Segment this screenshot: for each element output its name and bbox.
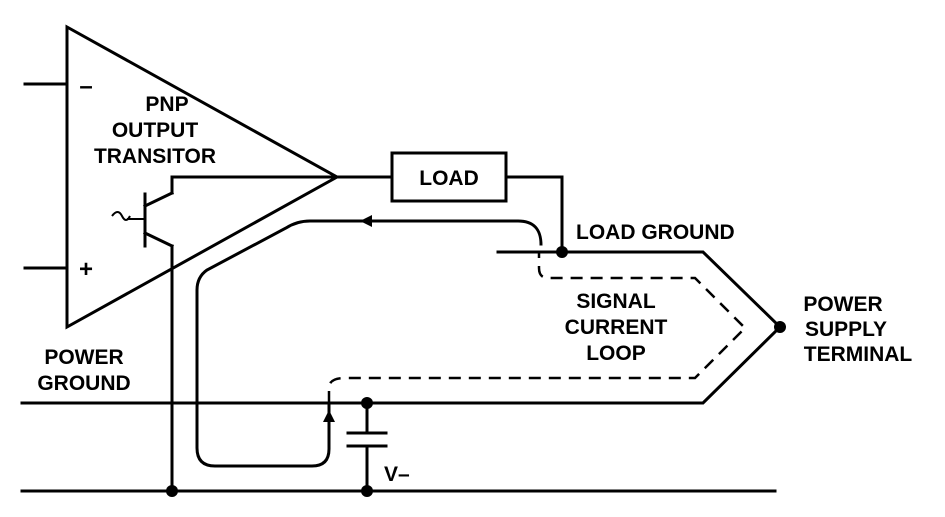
power-ground-line <box>20 324 783 405</box>
load-label: LOAD <box>419 167 479 190</box>
inverting-input-label: – <box>79 73 92 100</box>
junction-collector-rail <box>166 485 178 497</box>
junction-power-supply-terminal <box>774 321 786 333</box>
signal-loop-solid <box>195 219 543 468</box>
junction-capacitor-bottom <box>361 485 373 497</box>
load-to-ground-wire <box>504 175 564 254</box>
transistor-base-squiggle <box>111 211 131 221</box>
signal-loop-label-line1: SIGNAL <box>576 290 656 313</box>
vminus-label: V– <box>384 463 410 486</box>
junction-capacitor-top <box>361 397 373 409</box>
psu-label-line2: SUPPLY <box>805 318 887 341</box>
pnp-label-line1: PNP <box>145 93 188 116</box>
pnp-label-line3: TRANSITOR <box>94 145 216 168</box>
transistor-collector <box>142 230 175 249</box>
signal-loop-label-line2: CURRENT <box>565 316 668 339</box>
load-ground-label: LOAD GROUND <box>576 221 735 244</box>
pnp-label-line2: OUTPUT <box>112 119 199 142</box>
transistor-emitter <box>142 190 175 209</box>
emitter-to-output-wire <box>170 175 339 195</box>
noninverting-input-label: + <box>79 256 93 283</box>
psu-label-line3: TERMINAL <box>804 343 913 366</box>
power-ground-label-line1: POWER <box>44 346 123 369</box>
opamp-triangle <box>65 24 341 330</box>
signal-loop-dashed <box>327 252 747 403</box>
junction-load-ground <box>556 246 568 258</box>
psu-label-line1: POWER <box>803 293 882 316</box>
power-ground-label-line2: GROUND <box>37 372 130 395</box>
signal-loop-label-line3: LOOP <box>586 342 646 365</box>
